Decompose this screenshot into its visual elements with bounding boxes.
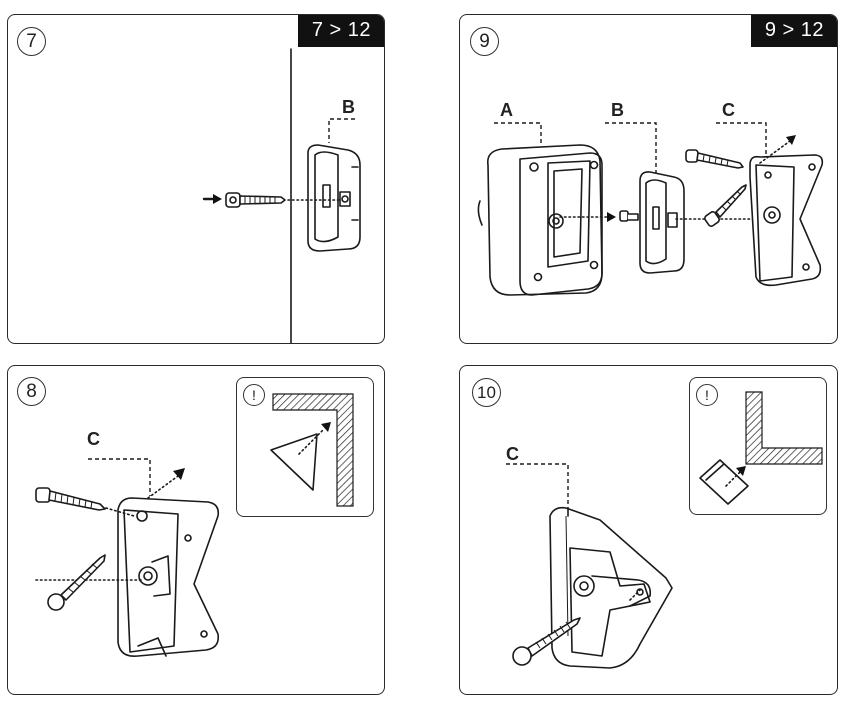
warning-icon: ! <box>696 384 718 406</box>
panel-step-7: 7 7 > 12 B <box>7 14 385 344</box>
part-label-c: C <box>722 100 735 120</box>
part-label-b: B <box>611 100 624 120</box>
leader-b <box>328 118 355 143</box>
corner-mount-diagram <box>699 391 823 505</box>
screw-icon <box>35 487 106 511</box>
part-label-b: B <box>342 97 355 117</box>
warning-icon: ! <box>243 384 265 406</box>
panel-step-8: 8 C ! <box>7 365 385 695</box>
panel-step-9: 9 9 > 12 A B C <box>459 14 838 344</box>
part-label-c: C <box>506 444 519 464</box>
step-number: 9 <box>470 27 499 56</box>
step-number: 10 <box>472 378 501 407</box>
step-range-badge: 9 > 12 <box>750 15 837 47</box>
bracket-icon <box>749 154 824 287</box>
step-number: 8 <box>17 377 46 406</box>
bracket-icon <box>639 171 685 274</box>
warning-inset: ! <box>236 377 374 517</box>
corner-mount-diagram <box>270 393 354 507</box>
bracket-icon <box>117 497 220 658</box>
part-label-a: A <box>500 100 513 120</box>
warning-inset: ! <box>689 377 827 515</box>
arrow-icon <box>607 212 616 222</box>
bracket-icon <box>307 144 361 252</box>
arrow-icon <box>173 468 185 480</box>
screw-icon <box>47 554 106 611</box>
bracket-icon <box>549 506 673 669</box>
screw-icon <box>512 617 581 666</box>
screw-icon <box>685 149 744 169</box>
step-10-illustration <box>506 463 673 669</box>
screw-icon <box>619 210 639 222</box>
screw-icon <box>225 192 286 208</box>
arrow-icon <box>202 194 222 204</box>
panel-step-10: 10 C ! <box>459 365 838 695</box>
step-number: 7 <box>17 27 46 56</box>
step-range-badge: 7 > 12 <box>297 15 384 47</box>
step-9-illustration <box>477 122 824 296</box>
screw-icon <box>704 184 747 227</box>
part-label-c: C <box>87 429 100 449</box>
arrow-icon <box>786 135 796 145</box>
camera-housing-icon <box>477 144 603 296</box>
step-7-illustration <box>202 48 361 343</box>
step-8-illustration <box>35 458 220 658</box>
